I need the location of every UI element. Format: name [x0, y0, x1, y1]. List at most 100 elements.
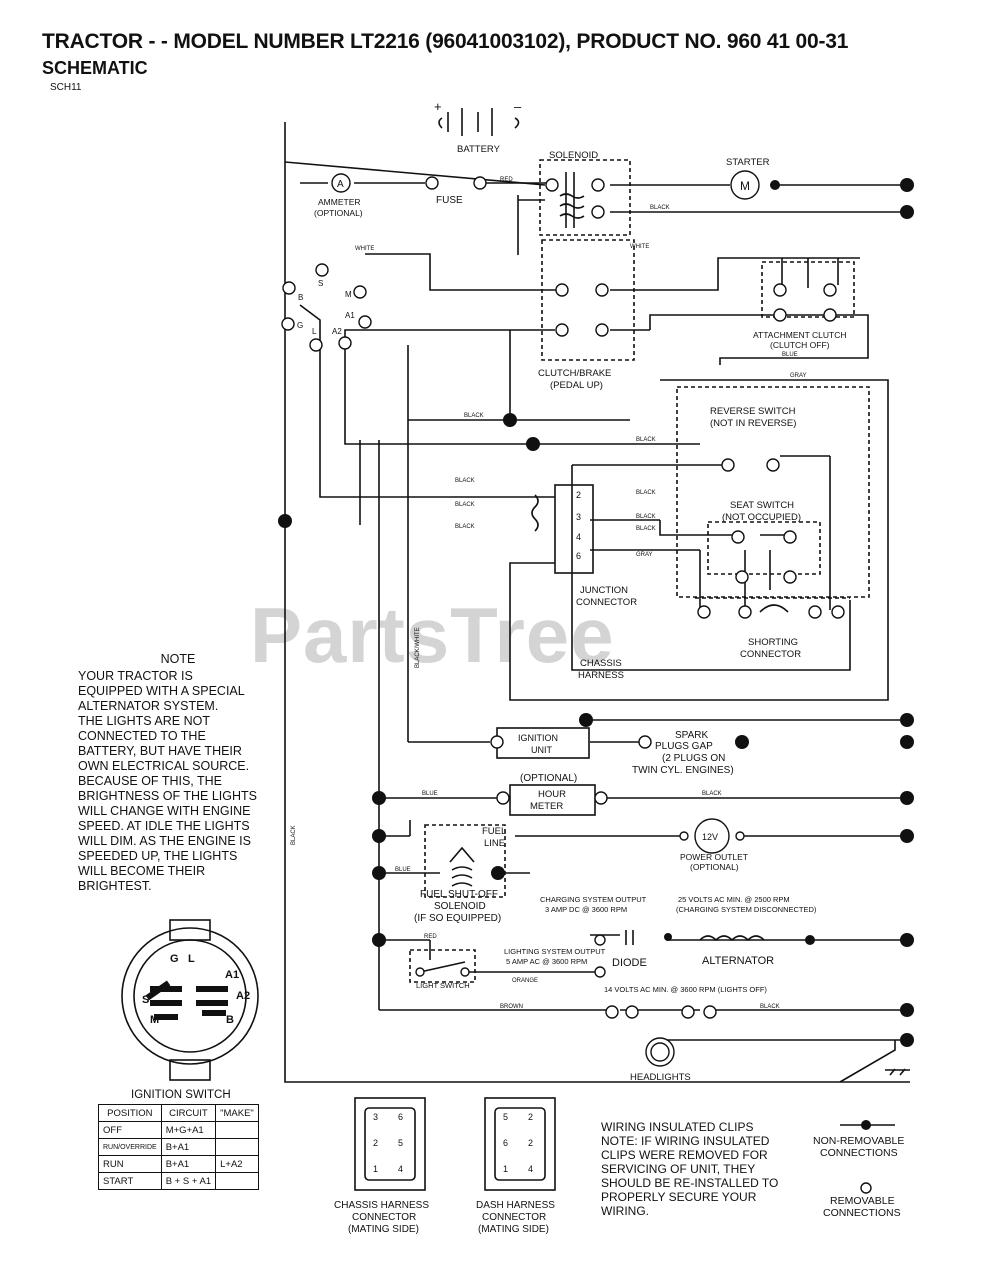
note-line: EQUIPPED WITH A SPECIAL: [78, 684, 245, 698]
ignition-switch-body: [121, 927, 259, 1065]
fuse-label: FUSE: [436, 195, 463, 206]
dash-pin-1: 1: [503, 1164, 508, 1174]
spark-label-4: TWIN CYL. ENGINES): [632, 765, 734, 776]
terminal-g: G: [297, 321, 303, 330]
wire-black-white-label: BLACK/WHITE: [415, 627, 421, 668]
fuel-line-label: FUEL: [482, 826, 506, 837]
shorting-label-2: CONNECTOR: [740, 649, 801, 660]
wiring-note-line-7: WIRING.: [601, 1204, 649, 1218]
power-outlet-label: POWER OUTLET: [680, 852, 748, 862]
hour-meter-label-2: METER: [530, 801, 563, 812]
face-l: L: [188, 953, 195, 965]
wiring-note-line-4: SERVICING OF UNIT, THEY: [601, 1162, 755, 1176]
fuel-shutoff-label: FUEL SHUT-OFF: [420, 889, 498, 900]
table-cell: M+G+A1: [160, 1121, 217, 1139]
wire-blue-label: BLUE: [782, 352, 798, 358]
fuel-shutoff-label-2: SOLENOID: [434, 901, 486, 912]
note-line: CONNECTED TO THE: [78, 729, 206, 743]
wiring-note-line-1: WIRING INSULATED CLIPS: [601, 1120, 753, 1134]
solenoid-box: [539, 159, 631, 236]
attachment-clutch-label: ATTACHMENT CLUTCH: [753, 330, 847, 340]
spark-label-2: PLUGS GAP: [655, 741, 713, 752]
chassis-connector-label-2: CONNECTOR: [352, 1212, 416, 1223]
note-line: WILL BECOME THEIR: [78, 864, 206, 878]
wire-black-label-2: BLACK: [464, 413, 484, 419]
terminal-s: S: [318, 279, 323, 288]
chassis-pin-1: 1: [373, 1164, 378, 1174]
face-a1: A1: [225, 969, 239, 981]
wiring-note-line-6: PROPERLY SECURE YOUR: [601, 1190, 757, 1204]
wire-red-label: RED: [500, 177, 513, 183]
note-line: WILL CHANGE WITH ENGINE: [78, 804, 251, 818]
table-row: START B + S + A1: [98, 1172, 259, 1190]
ammeter-label: AMMETER: [318, 197, 361, 207]
wire-orange-label: ORANGE: [512, 978, 538, 984]
ignition-unit-label: IGNITION: [518, 733, 558, 743]
ignition-unit-label-2: UNIT: [531, 745, 552, 755]
table-cell: RUN/OVERRIDE: [98, 1138, 162, 1156]
power-outlet-symbol: 12V: [702, 832, 718, 842]
terminal-l: L: [312, 327, 317, 336]
clutch-brake-state: (PEDAL UP): [550, 380, 603, 391]
legend-removable: REMOVABLE: [830, 1195, 895, 1207]
page-subtitle: SCHEMATIC: [42, 58, 148, 78]
note-line: WILL DIM. AS THE ENGINE IS: [78, 834, 251, 848]
face-b: B: [226, 1014, 234, 1026]
face-a2: A2: [236, 990, 250, 1002]
alternator-note: NOTE YOUR TRACTOR IS EQUIPPED WITH A SPE…: [78, 652, 278, 894]
dash-pin-5: 5: [503, 1112, 508, 1122]
wire-black-label-12: BLACK: [760, 1004, 780, 1010]
volts-25-label: 25 VOLTS AC MIN. @ 2500 RPM: [678, 895, 790, 904]
charging-output-label: CHARGING SYSTEM OUTPUT: [540, 895, 647, 904]
wire-black-label-7: BLACK: [636, 490, 656, 496]
dash-connector-shell: [484, 1097, 556, 1191]
table-header: POSITION: [98, 1104, 162, 1122]
note-line: BATTERY, BUT HAVE THEIR: [78, 744, 242, 758]
starter-symbol: M: [740, 179, 750, 193]
fuel-line-label-2: LINE: [484, 838, 505, 849]
terminal-a2: A2: [332, 327, 342, 336]
ignition-switch-table: POSITION CIRCUIT "MAKE" OFF M+G+A1 RUN/O…: [98, 1104, 259, 1190]
diode-label: DIODE: [612, 957, 647, 969]
wire-brown-label: BROWN: [500, 1004, 523, 1010]
wire-blue-label-3: BLUE: [395, 867, 411, 873]
table-cell: RUN: [98, 1155, 162, 1173]
attachment-clutch-state: (CLUTCH OFF): [770, 340, 830, 350]
wire-gray-label-2: GRAY: [636, 552, 653, 558]
wire-white-label-2: WHITE: [630, 244, 649, 250]
table-cell: B+A1: [160, 1155, 217, 1173]
note-line: BRIGHTNESS OF THE LIGHTS: [78, 789, 257, 803]
note-line: SPEED. AT IDLE THE LIGHTS: [78, 819, 250, 833]
wire-black-label-11: BLACK: [702, 791, 722, 797]
table-cell: [215, 1121, 259, 1139]
dash-connector-label-3: (MATING SIDE): [478, 1224, 549, 1235]
legend-non-removable-2: CONNECTIONS: [820, 1147, 898, 1159]
wiring-note-line-3: CLIPS WERE REMOVED FOR: [601, 1148, 768, 1162]
alternator-label: ALTERNATOR: [702, 955, 774, 967]
fuel-shutoff-label-3: (IF SO EQUIPPED): [414, 913, 501, 924]
chassis-pin-6: 6: [398, 1112, 403, 1122]
ammeter-symbol: A: [337, 179, 344, 190]
reverse-switch-label: REVERSE SWITCH: [710, 406, 796, 417]
note-line: SPEEDED UP, THE LIGHTS: [78, 849, 238, 863]
chassis-pin-5: 5: [398, 1138, 403, 1148]
shorting-label: SHORTING: [748, 637, 798, 648]
battery-label: BATTERY: [457, 144, 501, 155]
wire-white-label: WHITE: [355, 246, 374, 252]
lighting-output-label: LIGHTING SYSTEM OUTPUT: [504, 947, 606, 956]
note-heading: NOTE: [160, 652, 196, 666]
table-cell: [215, 1138, 259, 1156]
table-cell: OFF: [98, 1121, 162, 1139]
junction-box: [554, 484, 594, 574]
seat-switch-label: SEAT SWITCH: [730, 500, 794, 511]
watermark: PartsTree: [250, 591, 615, 679]
battery-plus-label: +: [434, 99, 442, 114]
terminal-b: B: [298, 293, 303, 302]
dash-connector-label: DASH HARNESS: [476, 1200, 555, 1211]
table-row: RUN B+A1 L+A2: [98, 1155, 259, 1173]
junction-label-2: CONNECTOR: [576, 597, 637, 608]
clutch-brake-label: CLUTCH/BRAKE: [538, 368, 611, 379]
face-m: M: [150, 1014, 159, 1026]
wire-red-label-2: RED: [424, 934, 437, 940]
